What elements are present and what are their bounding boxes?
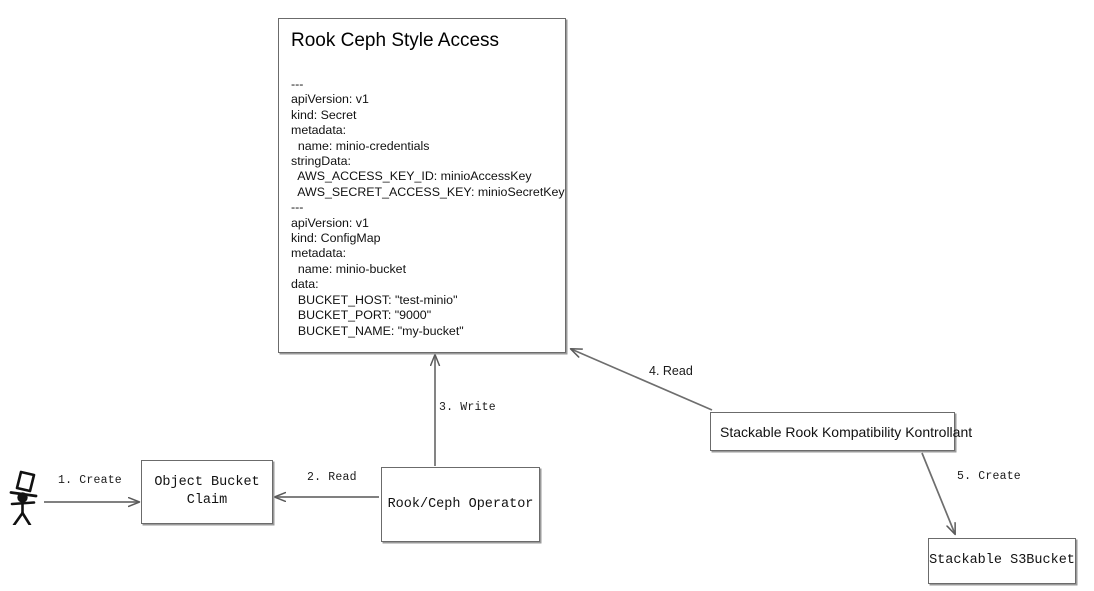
node-stackable-s3bucket-label: Stackable S3Bucket bbox=[929, 553, 1075, 568]
yaml-line: kind: ConfigMap bbox=[291, 231, 381, 246]
yaml-line: BUCKET_PORT: "9000" bbox=[291, 308, 432, 323]
node-rook-ceph-operator[interactable]: Rook/Ceph Operator bbox=[381, 467, 540, 542]
edge-label-read-2: 2. Read bbox=[307, 471, 357, 484]
yaml-line: metadata: bbox=[291, 123, 347, 138]
edge-label-read-4: 4. Read bbox=[649, 364, 693, 378]
yaml-line: name: minio-bucket bbox=[291, 261, 407, 276]
edge-create-5 bbox=[921, 452, 955, 534]
yaml-line: stringData: bbox=[291, 154, 351, 169]
edge-read-4 bbox=[571, 349, 713, 411]
node-rook-ceph-operator-label: Rook/Ceph Operator bbox=[387, 496, 534, 512]
node-object-bucket-claim-label: Object Bucket Claim bbox=[154, 475, 260, 508]
yaml-line: apiVersion: v1 bbox=[291, 92, 369, 107]
yaml-line: kind: Secret bbox=[291, 107, 357, 122]
card-title: Rook Ceph Style Access bbox=[291, 30, 500, 51]
yaml-line: AWS_SECRET_ACCESS_KEY: minioSecretKey bbox=[291, 184, 565, 199]
yaml-line: apiVersion: v1 bbox=[291, 215, 369, 230]
node-stackable-rook-kompatibility-kontrollant[interactable]: Stackable Rook Kompatibility Kontrollant bbox=[710, 412, 972, 451]
user-stick-figure-with-top-hat-icon bbox=[9, 470, 38, 525]
node-object-bucket-claim[interactable]: Object Bucket Claim bbox=[141, 460, 273, 524]
node-stackable-s3bucket[interactable]: Stackable S3Bucket bbox=[928, 538, 1076, 584]
yaml-line: name: minio-credentials bbox=[291, 138, 430, 153]
edge-label-write-3: 3. Write bbox=[439, 401, 496, 414]
node-stackable-rook-kompatibility-kontrollant-label: Stackable Rook Kompatibility Kontrollant bbox=[720, 423, 973, 440]
rook-ceph-style-access-card[interactable]: Rook Ceph Style Access ---apiVersion: v1… bbox=[278, 18, 566, 353]
yaml-line: --- bbox=[291, 200, 304, 215]
yaml-line: --- bbox=[291, 77, 304, 91]
yaml-line: metadata: bbox=[291, 246, 347, 261]
yaml-line: BUCKET_NAME: "my-bucket" bbox=[291, 323, 464, 338]
yaml-line: BUCKET_HOST: "test-minio" bbox=[291, 292, 458, 307]
yaml-line: AWS_ACCESS_KEY_ID: minioAccessKey bbox=[291, 169, 532, 184]
edge-label-create-1: 1. Create bbox=[58, 474, 122, 487]
edge-label-create-5: 5. Create bbox=[957, 470, 1021, 483]
yaml-line: data: bbox=[291, 277, 319, 292]
